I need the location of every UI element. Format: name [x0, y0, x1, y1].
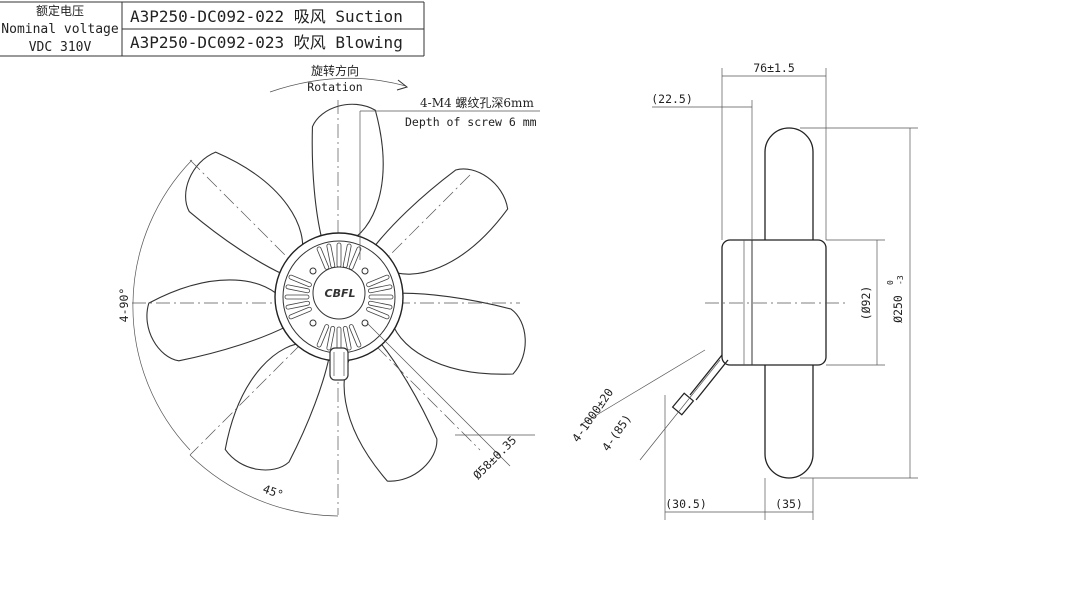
fan-blades [146, 103, 526, 482]
screw-hole [361, 267, 369, 275]
voltage-label-en: Nominal voltage [1, 22, 119, 37]
angle-arc-90 [132, 159, 193, 451]
cooling-fin [348, 324, 362, 348]
fan-blade [372, 168, 509, 275]
cooling-fin [367, 300, 393, 310]
cable-strip-label: 4-(85) [599, 412, 634, 454]
model-blowing: A3P250-DC092-023 吹风 Blowing [130, 33, 403, 52]
fan-dia-tol-lower: -3 [896, 275, 905, 285]
screw-hole [309, 319, 317, 327]
fan-blade [224, 342, 330, 471]
brand-logo: CBFL [325, 287, 356, 300]
cooling-fin [342, 325, 352, 351]
cooling-fin [285, 300, 311, 310]
rotation-arrow [269, 77, 407, 93]
cable [689, 354, 723, 396]
fan-blade [146, 279, 287, 362]
motor-hub: CBFL [274, 232, 404, 381]
depth-total-label: 76±1.5 [753, 61, 795, 75]
fan-blade [311, 103, 384, 244]
fan-dia-tol-upper: 0 [886, 280, 895, 285]
fan-blade [343, 341, 438, 482]
cooling-fin [326, 325, 336, 351]
front-view: CBFL 旋转方向 Rotation 4-M4 螺纹孔深6mm Depth of… [117, 63, 540, 517]
model-suction: A3P250-DC092-022 吸风 Suction [130, 7, 403, 26]
spec-table: 额定电压 Nominal voltage VDC 310V A3P250-DC0… [0, 1, 425, 57]
cooling-fin [288, 306, 312, 320]
offset-bottom-right-label: (35) [775, 497, 803, 511]
fan-blade [185, 151, 304, 275]
voltage-value: VDC 310V [29, 40, 92, 55]
rotation-label-cn: 旋转方向 [311, 63, 359, 78]
cooling-fin [367, 284, 393, 294]
angle-90-label: 4-90° [117, 288, 131, 323]
angle-arc-45 [189, 454, 339, 517]
connector [671, 392, 695, 416]
cooling-fin [288, 274, 312, 288]
screw-hole [361, 319, 369, 327]
screw-note-en: Depth of screw 6 mm [405, 115, 537, 129]
side-view: 76±1.5 (22.5) (Ø92) Ø250 0 -3 4-1000±20 … [569, 61, 918, 520]
fan-blade [389, 292, 526, 375]
screw-hole [309, 267, 317, 275]
cooling-fin [366, 306, 390, 320]
cooling-fin [316, 324, 330, 348]
rotation-label-en: Rotation [307, 80, 362, 94]
bolt-circle-label: Ø58±0.35 [470, 433, 519, 482]
angle-45-label: 45° [261, 482, 285, 502]
hub-dia-label: (Ø92) [859, 286, 873, 321]
screw-note-cn: 4-M4 螺纹孔深6mm [420, 96, 534, 110]
cooling-fin [285, 284, 311, 294]
cooling-fin [336, 242, 342, 268]
cable-gland [329, 347, 349, 381]
cooling-fin [366, 274, 390, 288]
offset-top-label: (22.5) [651, 92, 693, 106]
cooling-fin [284, 294, 310, 300]
cooling-fin [368, 294, 394, 300]
motor-body [721, 239, 827, 366]
voltage-label-cn: 额定电压 [36, 3, 84, 18]
fan-dia-label: Ø250 [891, 295, 905, 323]
offset-bottom-left-label: (30.5) [665, 497, 707, 511]
